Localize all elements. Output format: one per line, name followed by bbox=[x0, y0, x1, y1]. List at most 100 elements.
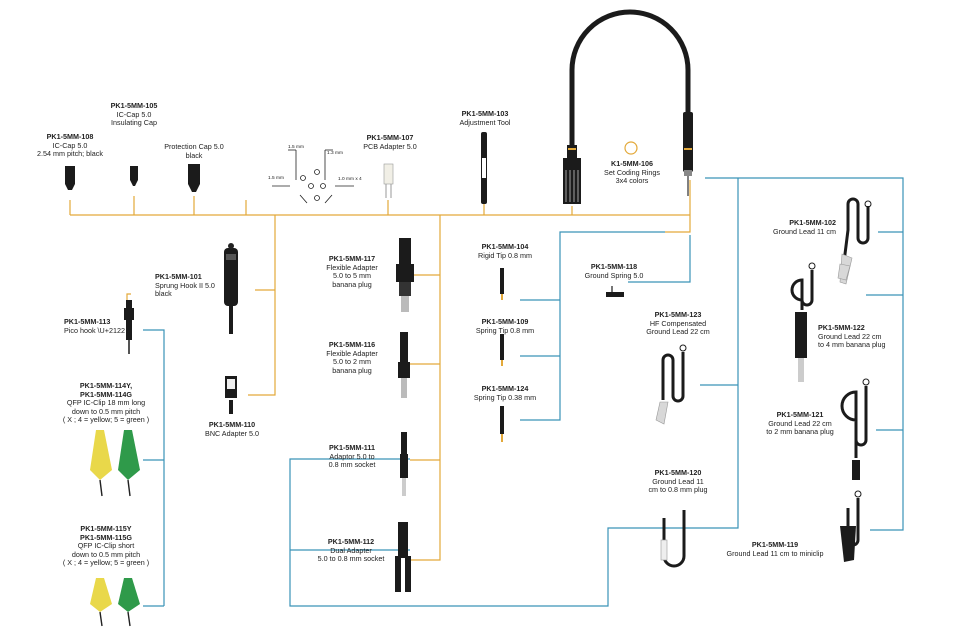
part-desc: Rigid Tip 0.8 mm bbox=[478, 250, 532, 260]
part-desc: Spring Tip 0.8 mm bbox=[475, 325, 535, 335]
part-desc: Protection Cap 5.0 bbox=[164, 142, 224, 151]
pcb-adapter-107-part bbox=[383, 163, 394, 198]
ground-lead-119-part bbox=[840, 490, 862, 562]
part-desc: to 4 mm banana plug bbox=[818, 340, 886, 350]
part-number: PK1-5MM-122 bbox=[818, 323, 865, 332]
label-dim-1: 1.5 mm bbox=[268, 176, 284, 181]
part-number: PK1-5MM-121 bbox=[776, 410, 824, 419]
bnc-adapter-110-part bbox=[225, 376, 237, 414]
label-part-106: K1-5MM-106 Set Coding Rings 3x4 colors bbox=[590, 159, 674, 186]
label-dim-2: 1.3 mm bbox=[327, 151, 343, 156]
part-number: PK1-5MM-116 bbox=[328, 340, 376, 349]
pico-hook-113-part bbox=[124, 293, 134, 354]
part-desc: QFP IC-Clip 18 mm long bbox=[66, 398, 146, 408]
part-number: PK1-5MM-110 bbox=[208, 420, 256, 429]
label-part-122: PK1-5MM-122 Ground Lead 22 cm to 4 mm ba… bbox=[818, 323, 886, 350]
label-part-120: PK1-5MM-120 Ground Lead 11 cm to 0.8 mm … bbox=[636, 468, 720, 495]
part-desc: Flexible Adapter bbox=[326, 262, 378, 272]
part-desc: 2.54 mm pitch; black bbox=[37, 149, 103, 159]
part-desc: ( X ; 4 = yellow; 5 = green ) bbox=[62, 415, 150, 425]
part-number: PK1-5MM-115Y bbox=[80, 524, 132, 533]
label-part-102: PK1-5MM-102 Ground Lead 11 cm bbox=[756, 218, 836, 236]
part-desc: Insulating Cap bbox=[111, 118, 157, 128]
pcb-adapter-diagram bbox=[272, 149, 354, 204]
adaptor-111-part bbox=[400, 432, 408, 496]
part-desc: QFP IC-Clip short bbox=[77, 541, 135, 551]
part-desc: 0.8 mm socket bbox=[328, 460, 376, 470]
part-desc: to 2 mm banana plug bbox=[766, 427, 834, 437]
flexible-adapter-116-part bbox=[398, 332, 410, 398]
part-desc: Flexible Adapter bbox=[326, 348, 378, 358]
part-desc: Ground Lead 22 cm bbox=[646, 327, 710, 337]
part-desc: Spring Tip 0.38 mm bbox=[473, 392, 537, 402]
flexible-adapter-117-part bbox=[396, 238, 414, 312]
part-desc: banana plug bbox=[332, 365, 372, 375]
part-desc: Pico hook \U+2122 bbox=[64, 325, 125, 335]
part-number: PK1-5MM-107 bbox=[366, 133, 414, 142]
label-protection-cap: Protection Cap 5.0 black bbox=[152, 142, 236, 160]
part-number: PK1-5MM-105 bbox=[110, 101, 158, 110]
label-part-109: PK1-5MM-109 Spring Tip 0.8 mm bbox=[462, 317, 548, 335]
part-desc: banana plug bbox=[332, 279, 372, 289]
label-dim-4: 1.0 mm x 4 bbox=[338, 177, 362, 182]
label-part-105: PK1-5MM-105 IC-Cap 5.0 Insulating Cap bbox=[92, 101, 176, 128]
part-number: PK1-5MM-108 bbox=[46, 132, 94, 141]
part-number: PK1-5MM-114G bbox=[80, 389, 132, 399]
part-desc: PCB Adapter 5.0 bbox=[363, 141, 417, 151]
part-desc: Adjustment Tool bbox=[459, 117, 511, 127]
part-number: PK1-5MM-120 bbox=[654, 468, 702, 477]
part-number: PK1-5MM-114Y, bbox=[79, 381, 133, 390]
ground-lead-120-part bbox=[660, 510, 686, 568]
part-desc: 5.0 to 0.8 mm socket bbox=[317, 554, 385, 564]
part-number: PK1-5MM-104 bbox=[481, 242, 529, 251]
part-number: PK1-5MM-112 bbox=[327, 537, 375, 546]
hf-ground-lead-123-part bbox=[655, 344, 687, 425]
label-part-116: PK1-5MM-116 Flexible Adapter 5.0 to 2 mm… bbox=[310, 340, 394, 375]
part-number: PK1-5MM-119 bbox=[751, 540, 799, 549]
part-desc: IC-Cap 5.0 bbox=[52, 140, 88, 150]
qfp-clip-114-green-part bbox=[118, 430, 140, 497]
label-part-118: PK1-5MM-118 Ground Spring 5.0 bbox=[572, 262, 656, 280]
amber-connector-lines bbox=[69, 180, 691, 561]
spring-tip-124-part bbox=[500, 406, 504, 442]
part-number: PK1-5MM-115G bbox=[80, 532, 132, 542]
ground-lead-121-part bbox=[840, 378, 870, 480]
label-part-103: PK1-5MM-103 Adjustment Tool bbox=[442, 109, 528, 127]
blue-connector-lines bbox=[143, 177, 904, 607]
ic-cap-108-part bbox=[65, 166, 75, 190]
qfp-clip-114-yellow-part bbox=[90, 430, 112, 497]
part-number: PK1-5MM-117 bbox=[328, 254, 376, 263]
part-desc: down to 0.5 mm pitch bbox=[71, 406, 141, 416]
part-number: PK1-5MM-109 bbox=[481, 317, 529, 326]
part-desc: HF Compensated bbox=[649, 318, 707, 328]
part-desc: Adaptor 5.0 to bbox=[329, 451, 375, 461]
label-part-124: PK1-5MM-124 Spring Tip 0.38 mm bbox=[462, 384, 548, 402]
qfp-clip-115-yellow-part bbox=[90, 578, 112, 627]
dual-adapter-112-part bbox=[395, 522, 411, 592]
part-desc: IC-Cap 5.0 bbox=[116, 109, 152, 119]
label-part-123: PK1-5MM-123 HF Compensated Ground Lead 2… bbox=[634, 310, 722, 337]
part-desc: 5.0 to 5 mm bbox=[333, 271, 371, 281]
part-number: PK1-5MM-124 bbox=[481, 384, 529, 393]
part-number: PK1-5MM-113 bbox=[64, 317, 111, 326]
label-part-112: PK1-5MM-112 Dual Adapter 5.0 to 0.8 mm s… bbox=[306, 537, 396, 564]
label-part-113: PK1-5MM-113 Pico hook \U+2122 bbox=[64, 317, 125, 335]
ground-lead-122-part bbox=[790, 262, 816, 382]
part-desc: black bbox=[155, 289, 172, 299]
part-desc: Sprung Hook II 5.0 bbox=[155, 280, 215, 290]
part-desc: Dual Adapter bbox=[330, 545, 372, 555]
rigid-tip-104-part bbox=[500, 268, 504, 300]
sprung-hook-101-part bbox=[224, 243, 238, 334]
probe-cable bbox=[563, 9, 693, 204]
label-part-108: PK1-5MM-108 IC-Cap 5.0 2.54 mm pitch; bl… bbox=[30, 132, 110, 159]
part-number: PK1-5MM-102 bbox=[789, 218, 836, 227]
label-part-115: PK1-5MM-115Y PK1-5MM-115G QFP IC-Clip sh… bbox=[54, 524, 158, 568]
label-part-101: PK1-5MM-101 Sprung Hook II 5.0 black bbox=[155, 272, 215, 299]
part-desc: cm to 0.8 mm plug bbox=[648, 485, 708, 495]
qfp-clip-115-green-part bbox=[118, 578, 140, 627]
part-number: PK1-5MM-118 bbox=[590, 262, 638, 271]
part-desc: Ground Lead 11 cm to miniclip bbox=[726, 548, 824, 558]
ground-lead-122-clip bbox=[837, 263, 851, 281]
part-number: PK1-5MM-123 bbox=[654, 310, 702, 319]
